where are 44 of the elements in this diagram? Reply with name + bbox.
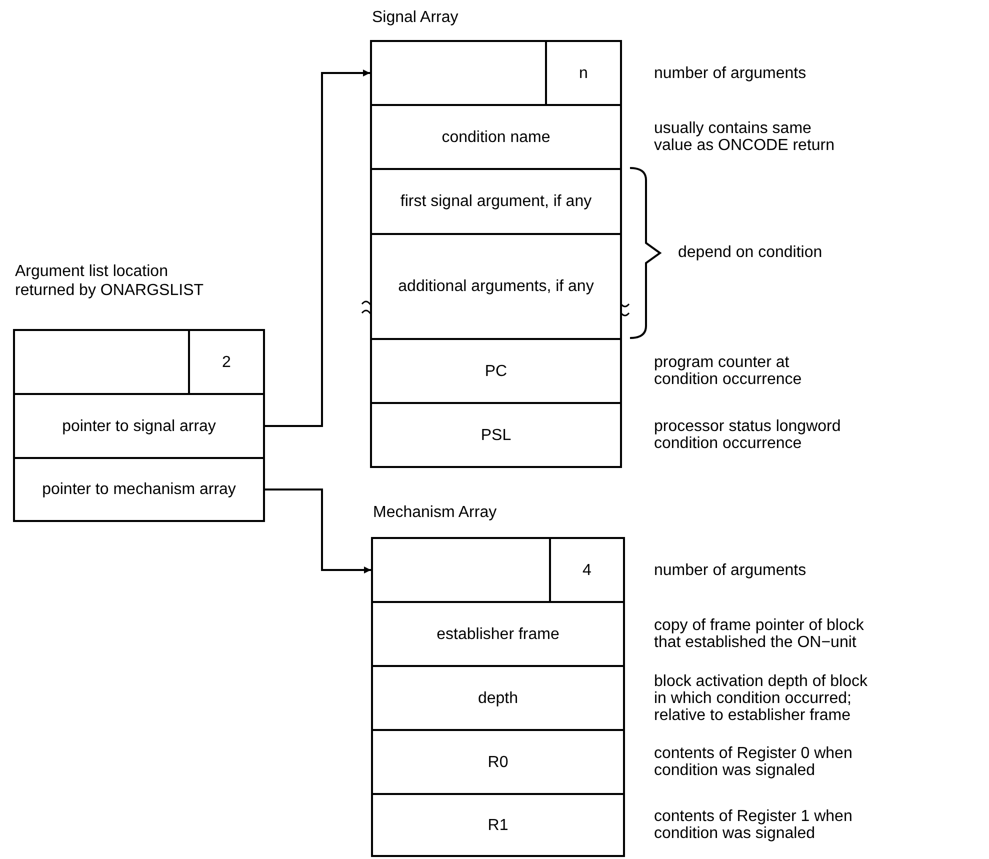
array-cell [370,338,622,404]
cell-text: condition name [442,128,550,146]
field-description: copy of frame pointer of block that established the ON−unit [654,617,865,651]
array-cell [13,393,265,459]
array-heading: Mechanism Array [373,503,498,522]
cell-text: 4 [582,560,592,580]
cell-text: depth [478,688,518,708]
cell-text: pointer to mechanism array [42,482,236,497]
pointer-arrow [265,488,371,574]
field-description: contents of Register 1 when condition was signaled [654,808,854,842]
cell-text: 2 [222,352,231,372]
cell-text: PC [484,362,508,380]
array-cell [371,601,625,667]
array-heading: Argument list location returned by ONARGSLIST [15,262,205,300]
cell-text: additional arguments, if any [398,277,594,296]
cell-text: R0 [488,752,508,772]
field-description: number of arguments [654,64,806,82]
array-cell [370,402,622,468]
field-description: usually contains same value as ONCODE return [654,120,836,154]
array-cell [13,457,265,522]
array-cell [371,665,625,731]
group-note: depend on condition [678,243,822,262]
cell-text: pointer to signal array [62,416,216,436]
array-cell [371,793,625,857]
array-cell [188,329,265,395]
memory-array [13,262,265,522]
cell-text: first signal argument, if any [400,192,592,211]
cell-text: establisher frame [436,624,560,644]
cell-text: PSL [480,426,512,444]
field-description: program counter at condition occurrence [654,354,803,388]
array-cell [545,40,622,106]
array-cell [371,729,625,795]
array-cell [370,168,622,235]
field-description: number of arguments [654,562,806,578]
array-cell [549,537,625,603]
array-cell [370,104,622,170]
field-description: processor status longword condition occurrence [654,418,842,452]
field-description: contents of Register 0 when condition was signaled [654,745,854,779]
cell-text: R1 [488,816,508,834]
pointer-arrow [265,70,370,427]
cell-text: n [579,64,588,82]
array-cell [370,233,622,340]
array-heading: Signal Array [372,8,460,27]
field-description: block activation depth of block in which condition occurred; relative to establisher frame [654,672,868,724]
